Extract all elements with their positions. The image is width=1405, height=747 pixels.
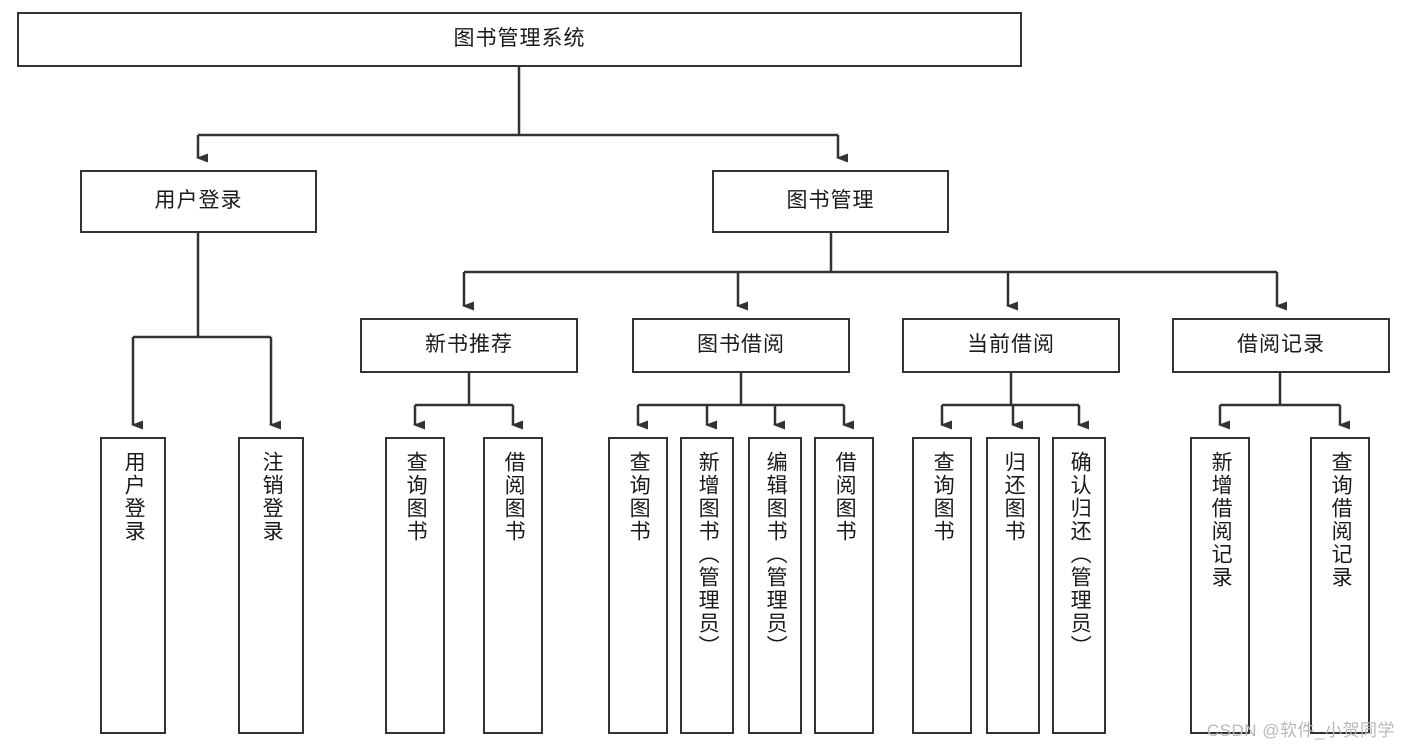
node-leaf-add-book[interactable]: 新增图书（管理员） (680, 437, 734, 734)
node-borrow-record-label: 借阅记录 (1237, 333, 1325, 357)
node-leaf-query-book[interactable]: 查询图书 (608, 437, 668, 734)
watermark: CSDN @软件_小贺同学 (1206, 721, 1395, 740)
node-book-borrow[interactable]: 图书借阅 (632, 318, 850, 373)
node-leaf-query-record[interactable]: 查询借阅记录 (1310, 437, 1370, 734)
edge-new-book-rec-to-leaves (413, 373, 523, 430)
node-leaf-query-book-cur[interactable]: 查询图书 (912, 437, 972, 734)
node-leaf-confirm-return-label: 确认归还（管理员） (1068, 451, 1092, 658)
edge-book-borrow-to-leaves (636, 373, 854, 430)
node-current-borrow-label: 当前借阅 (967, 333, 1055, 357)
edge-book-manage-to-level3 (462, 233, 1287, 311)
node-borrow-record[interactable]: 借阅记录 (1172, 318, 1390, 373)
node-leaf-edit-book[interactable]: 编辑图书（管理员） (748, 437, 802, 734)
node-book-manage-label: 图书管理 (786, 189, 875, 213)
node-new-book-rec[interactable]: 新书推荐 (360, 318, 578, 373)
node-leaf-user-logout-label: 注销登录 (260, 451, 284, 543)
node-leaf-query-book-rec-label: 查询图书 (404, 451, 428, 543)
node-leaf-borrow-book[interactable]: 借阅图书 (814, 437, 874, 734)
node-leaf-query-book-rec[interactable]: 查询图书 (385, 437, 445, 734)
node-leaf-add-record[interactable]: 新增借阅记录 (1190, 437, 1250, 734)
edge-current-borrow-to-leaves (940, 373, 1089, 430)
node-root-label: 图书管理系统 (453, 27, 586, 51)
node-leaf-add-book-label: 新增图书（管理员） (696, 451, 720, 658)
node-leaf-query-book-label: 查询图书 (627, 451, 651, 543)
node-leaf-user-login-label: 用户登录 (122, 451, 146, 543)
node-current-borrow[interactable]: 当前借阅 (902, 318, 1120, 373)
node-leaf-confirm-return[interactable]: 确认归还（管理员） (1052, 437, 1106, 734)
edge-user-login-to-leaves (131, 233, 281, 430)
node-leaf-add-record-label: 新增借阅记录 (1209, 451, 1233, 589)
node-book-manage[interactable]: 图书管理 (712, 170, 949, 233)
node-user-login-label: 用户登录 (154, 189, 243, 213)
edge-borrow-record-to-leaves (1218, 373, 1350, 430)
node-user-login[interactable]: 用户登录 (80, 170, 317, 233)
node-leaf-borrow-book-label: 借阅图书 (833, 451, 857, 543)
node-leaf-edit-book-label: 编辑图书（管理员） (764, 451, 788, 658)
node-leaf-user-logout[interactable]: 注销登录 (238, 437, 304, 734)
node-root[interactable]: 图书管理系统 (17, 12, 1022, 67)
node-book-borrow-label: 图书借阅 (697, 333, 785, 357)
node-leaf-borrow-book-rec-label: 借阅图书 (502, 451, 526, 543)
node-leaf-return-book-label: 归还图书 (1002, 451, 1026, 543)
node-leaf-return-book[interactable]: 归还图书 (986, 437, 1040, 734)
node-new-book-rec-label: 新书推荐 (425, 333, 513, 357)
node-leaf-borrow-book-rec[interactable]: 借阅图书 (483, 437, 543, 734)
node-leaf-query-record-label: 查询借阅记录 (1329, 451, 1353, 589)
node-leaf-query-book-cur-label: 查询图书 (931, 451, 955, 543)
node-leaf-user-login[interactable]: 用户登录 (100, 437, 166, 734)
edge-root-to-level2 (196, 67, 848, 163)
